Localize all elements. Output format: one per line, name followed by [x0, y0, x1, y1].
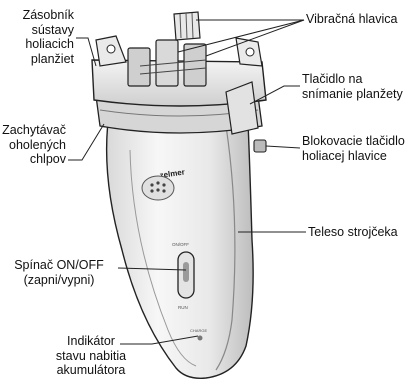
label-teleso: Teleso strojčeka: [308, 225, 418, 240]
label-spinac: Spínač ON/OFF (zapni/vypni): [0, 258, 118, 287]
label-vibracna: Vibračná hlavica: [306, 12, 418, 27]
charge-indicator: [198, 336, 203, 341]
cutter-block-1: [128, 48, 150, 86]
label-zachytavac: Zachytávač oholených chlpov: [0, 123, 66, 167]
speaker-dots: [142, 176, 174, 200]
svg-text:CHARGE: CHARGE: [190, 328, 207, 333]
leader-blokovacie: [266, 146, 300, 148]
foil-release-tab: [226, 82, 258, 134]
label-indikator: Indikátor stavu nabitia akumulátora: [42, 334, 140, 378]
cutter-block-3: [184, 44, 206, 86]
label-zasobnik: Zásobník sústavy holiacich planžiet: [0, 8, 74, 66]
svg-text:ON/OFF: ON/OFF: [172, 242, 189, 247]
label-tlacidlo: Tlačidlo na snímanie planžety: [302, 72, 419, 101]
lock-button: [254, 140, 266, 152]
label-blokovacie: Blokovacie tlačidlo holiacej hlavice: [302, 134, 419, 163]
leader-zachytavac: [68, 124, 104, 160]
svg-text:RUN: RUN: [178, 305, 188, 310]
